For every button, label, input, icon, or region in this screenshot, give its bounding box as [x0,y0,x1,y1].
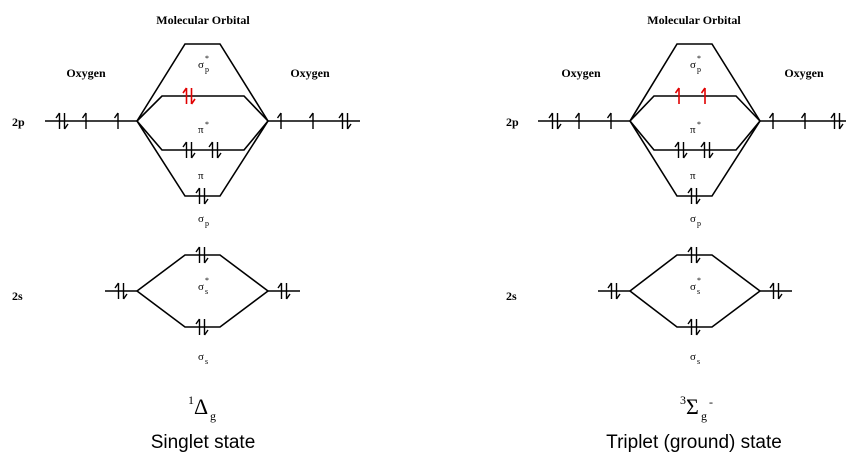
svg-text:3: 3 [680,393,686,407]
right-atom-label: Oxygen [290,66,330,80]
svg-text:σ: σ [198,213,204,225]
svg-text:g: g [701,409,707,423]
state-label: Singlet state [151,432,256,453]
svg-text:*: * [697,120,701,129]
electrons [549,87,843,335]
svg-text:σ: σ [690,281,696,293]
row-label-2s: 2s [506,289,517,303]
svg-text:p: p [697,219,701,228]
svg-text:p: p [205,219,209,228]
svg-text:s: s [697,357,700,366]
svg-text:σ: σ [198,351,204,363]
row-label-2p: 2p [506,115,519,129]
svg-text:p: p [697,65,701,74]
mo-header: Molecular Orbital [156,13,250,27]
svg-text:s: s [697,287,700,296]
left-atom-label: Oxygen [66,66,106,80]
svg-text:*: * [697,54,701,63]
svg-text:σ: σ [198,281,204,293]
svg-text:1: 1 [188,393,194,407]
mo-labels: σ p * π * π σ p σ s * σ s [690,54,701,366]
svg-text:σ: σ [690,213,696,225]
svg-text:π: π [690,124,696,136]
svg-text:σ: σ [690,351,696,363]
correlation-lines [45,43,360,328]
svg-text:*: * [205,54,209,63]
svg-text:Δ: Δ [194,394,208,419]
right-atom-label: Oxygen [784,66,824,80]
svg-text:π: π [198,124,204,136]
svg-text:σ: σ [198,59,204,71]
svg-text:s: s [205,287,208,296]
diagram-triplet: Molecular Orbital Oxygen Oxygen 2p 2s [506,13,846,453]
correlation-lines [538,43,846,328]
svg-text:*: * [697,276,701,285]
row-label-2p: 2p [12,115,25,129]
svg-text:s: s [205,357,208,366]
mo-labels: σ p * π * π σ p σ s * σ s [198,54,209,366]
svg-text:g: g [210,409,216,423]
row-label-2s: 2s [12,289,23,303]
diagram-singlet: Molecular Orbital Oxygen Oxygen 2p 2s [12,13,360,453]
svg-text:*: * [205,120,209,129]
svg-text:Σ: Σ [686,394,699,419]
left-atom-label: Oxygen [561,66,601,80]
state-label: Triplet (ground) state [606,432,782,453]
svg-text:π: π [198,170,204,182]
svg-text:*: * [205,276,209,285]
svg-text:p: p [205,65,209,74]
term-symbol: 1 Δ g [188,393,216,423]
svg-text:-: - [709,395,713,409]
svg-text:π: π [690,170,696,182]
mo-header: Molecular Orbital [647,13,741,27]
svg-text:σ: σ [690,59,696,71]
term-symbol: 3 Σ g - [680,393,713,423]
